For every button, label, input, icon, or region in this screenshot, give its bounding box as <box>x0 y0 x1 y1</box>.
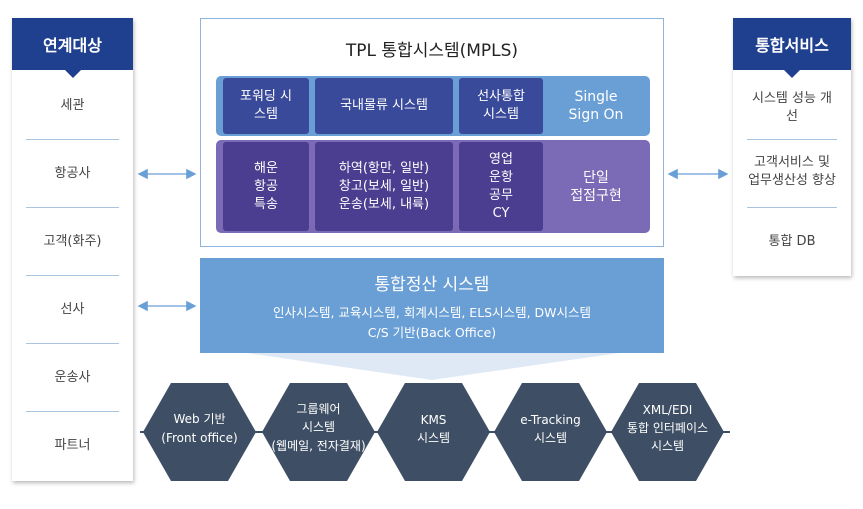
left-panel: 연계대상 세관 항공사 고객(화주) 선사 운송사 파트너 <box>12 18 133 481</box>
single-contact-cell: 단일 접점구현 <box>546 142 646 231</box>
hexagon-kms: KMS 시스템 <box>377 383 490 481</box>
right-panel: 통합서비스 시스템 성능 개선 고객서비스 및 업무생산성 향상 통합 DB <box>733 18 851 276</box>
hex-line: XML/EDI <box>643 403 693 417</box>
cell-line: 선사통합 <box>477 89 525 104</box>
forwarding-system-cell: 포워딩 시 스템 <box>223 78 309 134</box>
cell-line: 운송(보세, 내륙) <box>338 196 430 212</box>
hex-line: 통합 인터페이스 <box>627 421 708 435</box>
settlement-back-office: C/S 기반(Back Office) <box>367 325 497 340</box>
hexagon-web: Web 기반 (Front office) <box>143 383 256 481</box>
tpl-system-box: TPL 통합시스템(MPLS) 포워딩 시 스템 국내물류 시스템 선사통합 시… <box>200 18 664 247</box>
single-sign-on-cell: Single Sign On <box>546 78 646 134</box>
hex-line: 시스템 <box>651 439 684 453</box>
hex-line: (웹메일, 전자결재) <box>271 439 365 453</box>
divider <box>26 275 119 276</box>
settlement-systems-list: 인사시스템, 교육시스템, 회계시스템, ELS시스템, DW시스템 <box>272 305 592 320</box>
transport-mode-cell: 해운 항공 특송 <box>223 142 309 231</box>
operations-cell: 영업 운항 공무 CY <box>459 142 543 231</box>
cell-line: 시스템 <box>483 107 519 122</box>
divider <box>26 207 119 208</box>
left-item-shipping-line: 선사 <box>60 302 85 317</box>
divider <box>26 139 119 140</box>
hexagon-groupware: 그룹웨어 시스템 (웹메일, 전자결재) <box>262 383 375 481</box>
hex-line: e-Tracking <box>520 413 581 427</box>
right-item-line: 시스템 성능 개선 <box>751 91 833 124</box>
warehouse-transport-cell: 하역(항만, 일반) 창고(보세, 일반) 운송(보세, 내륙) <box>315 142 453 231</box>
right-item-line: 고객서비스 및 <box>754 155 830 170</box>
divider <box>747 139 837 140</box>
cell-line: 공무 <box>489 187 513 203</box>
settlement-system-box: 통합정산 시스템 인사시스템, 교육시스템, 회계시스템, ELS시스템, DW… <box>200 258 664 353</box>
hexagon-xml-edi: XML/EDI 통합 인터페이스 시스템 <box>611 383 724 481</box>
cell-line: Single <box>574 89 618 105</box>
right-item-line: 업무생산성 향상 <box>748 173 836 188</box>
divider <box>26 343 119 344</box>
cell-line: 운항 <box>489 169 513 185</box>
domestic-logistics-cell: 국내물류 시스템 <box>315 78 453 134</box>
divider <box>26 411 119 412</box>
hex-line: 시스템 <box>534 431 567 445</box>
cell-line: 포워딩 시 <box>240 89 292 104</box>
funnel-shape <box>240 352 626 380</box>
hex-line: (Front office) <box>161 431 237 445</box>
right-item-integrated-db: 통합 DB <box>747 222 837 262</box>
right-item-customer-service: 고객서비스 및 업무생산성 향상 <box>747 150 837 194</box>
cell-line: Sign On <box>568 107 624 123</box>
left-item-carrier: 운송사 <box>54 370 91 385</box>
shipping-integration-cell: 선사통합 시스템 <box>459 78 543 134</box>
left-item-partner: 파트너 <box>54 438 91 453</box>
cell-line: 영업 <box>489 151 513 167</box>
left-item-customs: 세관 <box>60 98 85 113</box>
cell-line: 해운 <box>254 160 278 176</box>
divider <box>747 207 837 208</box>
hex-line: 시스템 <box>417 431 450 445</box>
cell-line: 국내물류 시스템 <box>340 98 428 113</box>
cell-line: CY <box>492 205 510 221</box>
settlement-title: 통합정산 시스템 <box>374 275 490 295</box>
cell-line: 하역(항만, 일반) <box>338 160 430 176</box>
hex-line: Web 기반 <box>173 412 225 426</box>
cell-line: 특송 <box>254 196 278 212</box>
cell-line: 단일 <box>583 169 609 186</box>
left-item-shipper: 고객(화주) <box>43 234 102 249</box>
tpl-system-title: TPL 통합시스템(MPLS) <box>345 41 519 61</box>
hexagon-e-tracking: e-Tracking 시스템 <box>494 383 607 481</box>
right-panel-title: 통합서비스 <box>733 18 851 78</box>
cell-line: 접점구현 <box>570 187 622 204</box>
left-item-airline: 항공사 <box>54 166 91 181</box>
cell-line: 창고(보세, 일반) <box>338 178 430 194</box>
cell-line: 스템 <box>254 107 278 122</box>
left-panel-title: 연계대상 <box>12 18 133 78</box>
right-item-line: 통합 DB <box>768 234 816 249</box>
hex-line: 시스템 <box>302 420 335 434</box>
hex-line: KMS <box>421 413 447 427</box>
hex-line: 그룹웨어 <box>296 402 340 416</box>
cell-line: 항공 <box>254 178 278 194</box>
right-item-performance: 시스템 성능 개선 <box>747 88 837 128</box>
